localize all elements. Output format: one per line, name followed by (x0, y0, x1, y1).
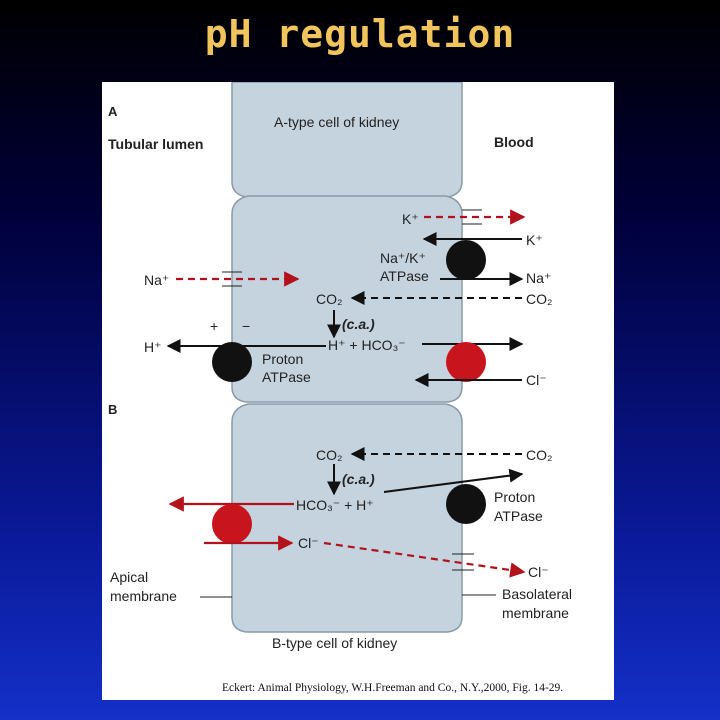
basolateral-label-1: Basolateral (502, 586, 572, 602)
b-cl-blood-label: Cl⁻ (528, 564, 549, 580)
citation: Eckert: Animal Physiology, W.H.Freeman a… (222, 682, 564, 694)
a-minus-sign: − (242, 318, 250, 334)
b-type-cell (231, 403, 463, 633)
tubular-lumen-label: Tubular lumen (108, 136, 203, 152)
k-in-label: K⁺ (526, 232, 543, 248)
b-cl-leak-arrow (323, 541, 526, 578)
b-proton-atpase-label-2: ATPase (494, 508, 543, 524)
a-plus-sign: + (210, 318, 218, 334)
b-proton-atpase-label-1: Proton (494, 489, 535, 505)
a-proton-atpase-label-1: Proton (262, 351, 303, 367)
a-cell-title: A-type cell of kidney (274, 114, 399, 130)
b-cell-title: B-type cell of kidney (272, 635, 397, 651)
panel-b-letter: B (108, 402, 117, 417)
a-cl-blood-label: Cl⁻ (526, 372, 547, 388)
diagram-svg: A A-type cell of kidney Tubular lumen Bl… (108, 82, 572, 651)
panel-a-letter: A (108, 104, 118, 119)
a-reaction-label: H⁺ + HCO₃⁻ (328, 337, 406, 353)
na-k-atpase-label-1: Na⁺/K⁺ (380, 250, 426, 266)
na-blood-label: Na⁺ (526, 270, 551, 286)
apical-label-1: Apical (110, 569, 148, 585)
basolateral-label-2: membrane (502, 605, 569, 621)
b-co2-inside-label: CO₂ (316, 447, 342, 463)
blood-label: Blood (494, 134, 534, 150)
b-reaction-label: HCO₃⁻ + H⁺ (296, 497, 374, 513)
a-ca-label: (c.a.) (342, 316, 375, 332)
figure-panel: A A-type cell of kidney Tubular lumen Bl… (102, 82, 614, 700)
a-proton-atpase-label-2: ATPase (262, 369, 311, 385)
a-co2-blood-label: CO₂ (526, 291, 552, 307)
na-k-atpase-pump (446, 240, 486, 280)
b-proton-atpase-pump (446, 484, 486, 524)
slide-title: pH regulation (204, 12, 516, 56)
a-type-cell (231, 195, 463, 403)
cell-top-fragment (231, 82, 463, 198)
b-h-out-arrow (383, 468, 524, 493)
na-k-atpase-label-2: ATPase (380, 268, 429, 284)
b-cl-inside-label: Cl⁻ (298, 535, 319, 551)
na-lumen-label: Na⁺ (144, 272, 169, 288)
a-co2-inside-label: CO₂ (316, 291, 342, 307)
b-cl-hco3-exchanger (212, 504, 252, 544)
a-cl-hco3-exchanger (446, 342, 486, 382)
a-h-lumen-label: H⁺ (144, 339, 162, 355)
apical-label-2: membrane (110, 588, 177, 604)
b-co2-blood-label: CO₂ (526, 447, 552, 463)
a-proton-atpase-pump (212, 342, 252, 382)
k-out-label: K⁺ (402, 211, 419, 227)
b-ca-label: (c.a.) (342, 471, 375, 487)
